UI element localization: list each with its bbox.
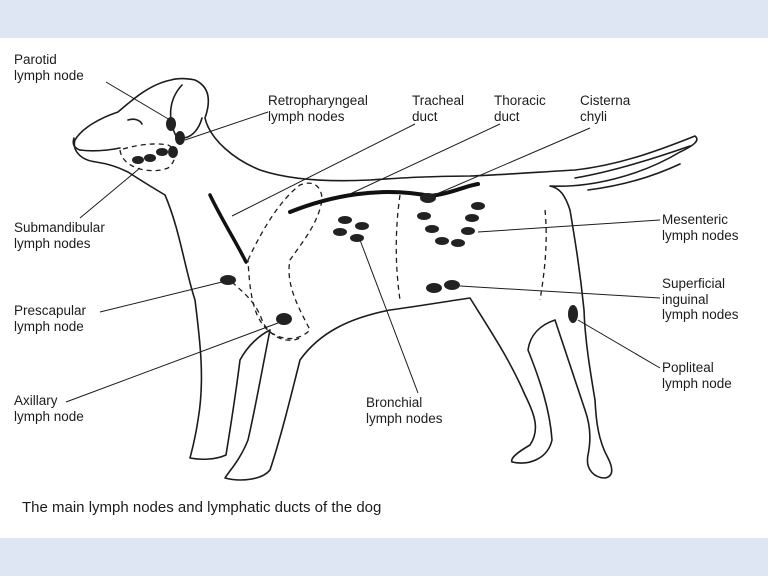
mesenteric-node-1	[417, 212, 431, 220]
region-axillary	[231, 281, 301, 341]
region-abdomen	[395, 194, 547, 301]
label-prescapular: Prescapular lymph node	[14, 303, 87, 334]
bronchial-node-3	[333, 228, 347, 236]
bronchial-node-2	[355, 222, 369, 230]
dog-eye	[127, 118, 143, 125]
leader-prescapular	[99, 281, 223, 313]
mesenteric-node-7	[461, 227, 475, 235]
leader-bronchial	[359, 239, 419, 394]
bronchial-node-4	[350, 234, 364, 242]
leader-axillary	[65, 322, 279, 403]
diagram-paper	[0, 38, 768, 538]
retropharyngeal-node-2	[168, 146, 178, 158]
label-cisterna-chyli: Cisterna chyli	[580, 93, 631, 124]
tracheal-duct	[208, 193, 248, 264]
leader-parotid	[105, 81, 171, 121]
label-popliteal: Popliteal lymph node	[662, 360, 732, 391]
label-retropharyngeal: Retropharyngeal lymph nodes	[268, 93, 368, 124]
leader-popliteal	[577, 319, 661, 369]
submandibular-node-2	[144, 154, 156, 162]
popliteal-node	[568, 305, 578, 323]
label-submandibular: Submandibular lymph nodes	[14, 220, 105, 251]
mesenteric-node-2	[425, 225, 439, 233]
leader-mesenteric	[477, 219, 661, 233]
retropharyngeal-node-1	[175, 131, 185, 145]
dog-outline	[73, 77, 698, 481]
inguinal-node-2	[444, 280, 460, 290]
leader-inguinal	[459, 285, 661, 299]
leader-thoracic	[349, 123, 501, 195]
bronchial-node-1	[338, 216, 352, 224]
label-thoracic-duct: Thoracic duct	[494, 93, 546, 124]
dog-tail-fringe	[574, 145, 691, 191]
dog-nose	[72, 137, 81, 151]
label-bronchial: Bronchial lymph nodes	[366, 395, 443, 426]
submandibular-node-1	[132, 156, 144, 164]
leader-cisterna	[431, 127, 591, 197]
cisterna-chyli-node	[420, 193, 436, 203]
leader-tracheal	[231, 123, 416, 217]
slide-bottom-band	[0, 538, 768, 576]
lymph-nodes	[132, 117, 578, 325]
mesenteric-node-5	[471, 202, 485, 210]
region-submandibular	[119, 143, 176, 172]
figure-caption: The main lymph nodes and lymphatic ducts…	[22, 499, 382, 516]
slide-top-band	[0, 0, 768, 38]
submandibular-node-3	[156, 148, 168, 156]
thoracic-duct	[288, 182, 480, 214]
dog-mouth	[79, 147, 121, 152]
region-thorax	[247, 182, 323, 340]
mesenteric-node-4	[451, 239, 465, 247]
prescapular-node	[220, 275, 236, 285]
mesenteric-node-6	[465, 214, 479, 222]
inguinal-node-1	[426, 283, 442, 293]
label-mesenteric: Mesenteric lymph nodes	[662, 212, 739, 243]
mesenteric-node-3	[435, 237, 449, 245]
leader-retropharyngeal	[184, 111, 269, 141]
label-parotid: Parotid lymph node	[14, 52, 84, 83]
parotid-node	[166, 117, 176, 131]
label-superficial-inguinal: Superficial inguinal lymph nodes	[662, 276, 739, 322]
label-tracheal-duct: Tracheal duct	[412, 93, 465, 124]
axillary-node	[276, 313, 292, 325]
label-axillary: Axillary lymph node	[14, 393, 84, 424]
dog-ear	[169, 84, 203, 139]
leader-submandibular	[79, 167, 141, 219]
